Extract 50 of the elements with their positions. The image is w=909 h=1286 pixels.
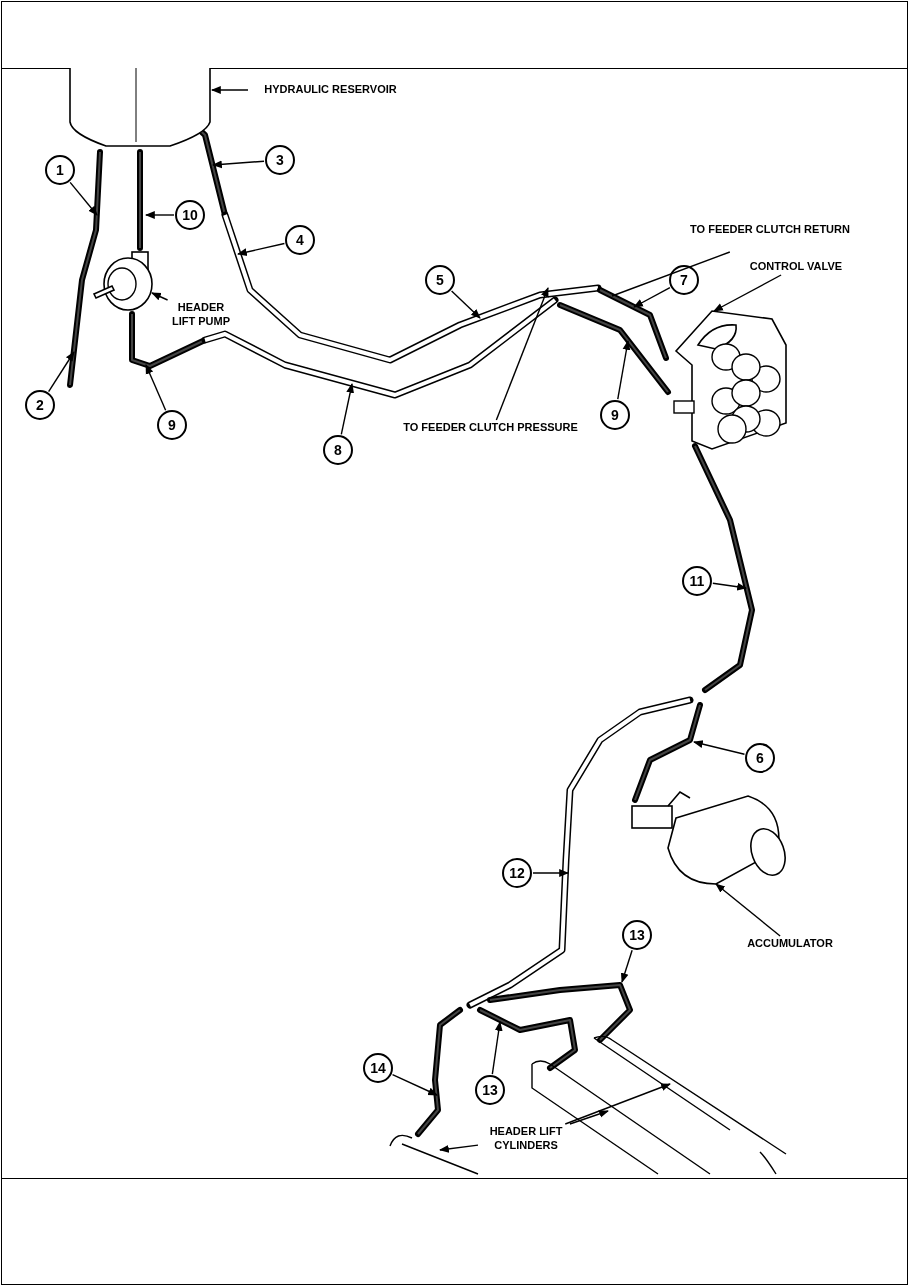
leader-line [713, 274, 782, 312]
part-label: TO FEEDER CLUTCH PRESSURE [398, 420, 583, 450]
leader-line [340, 383, 354, 436]
leader-line [617, 340, 631, 400]
callout-number: 4 [285, 225, 315, 255]
leader-line [693, 740, 746, 755]
leader-line [620, 949, 633, 983]
callout-number: 13 [475, 1075, 505, 1105]
leader-line [69, 181, 98, 216]
leader-line [569, 1110, 609, 1125]
accumulator-drawing [628, 788, 788, 888]
callout-number: 8 [323, 435, 353, 465]
callout-number: 12 [502, 858, 532, 888]
leader-line [495, 287, 549, 421]
leader-line [491, 1021, 503, 1075]
callout-number: 3 [265, 145, 295, 175]
callout-number: 5 [425, 265, 455, 295]
part-label: HYDRAULIC RESERVOIR [248, 82, 413, 98]
part-label: HEADER LIFT PUMP [165, 300, 237, 330]
callout-number: 6 [745, 743, 775, 773]
callout-number: 7 [669, 265, 699, 295]
callout-number: 9 [157, 410, 187, 440]
leader-line [391, 1073, 438, 1096]
callout-number: 1 [45, 155, 75, 185]
callout-number: 2 [25, 390, 55, 420]
leader-line [715, 883, 781, 937]
leader-line [47, 351, 75, 393]
part-label: CONTROL VALVE [740, 259, 852, 275]
leader-line [439, 1144, 479, 1153]
reservoir-tank-drawing [66, 68, 214, 148]
leader-line [151, 292, 169, 301]
leader-line [212, 160, 265, 169]
callout-number: 13 [622, 920, 652, 950]
part-label: ACCUMULATOR [738, 936, 842, 952]
leader-line [532, 869, 569, 877]
leader-line [145, 364, 167, 411]
leader-line [237, 242, 286, 256]
part-label: TO FEEDER CLUTCH RETURN [680, 222, 860, 252]
callout-number: 9 [600, 400, 630, 430]
leader-line [564, 1083, 671, 1125]
leader-line [450, 290, 481, 319]
callout-number: 14 [363, 1053, 393, 1083]
leader-line [211, 86, 249, 94]
leader-line [611, 251, 731, 297]
leader-line [712, 582, 747, 591]
part-label: HEADER LIFT CYLINDERS [478, 1124, 574, 1154]
leader-line [145, 211, 175, 219]
callout-number: 10 [175, 200, 205, 230]
leader-line [633, 286, 671, 308]
callout-number: 11 [682, 566, 712, 596]
